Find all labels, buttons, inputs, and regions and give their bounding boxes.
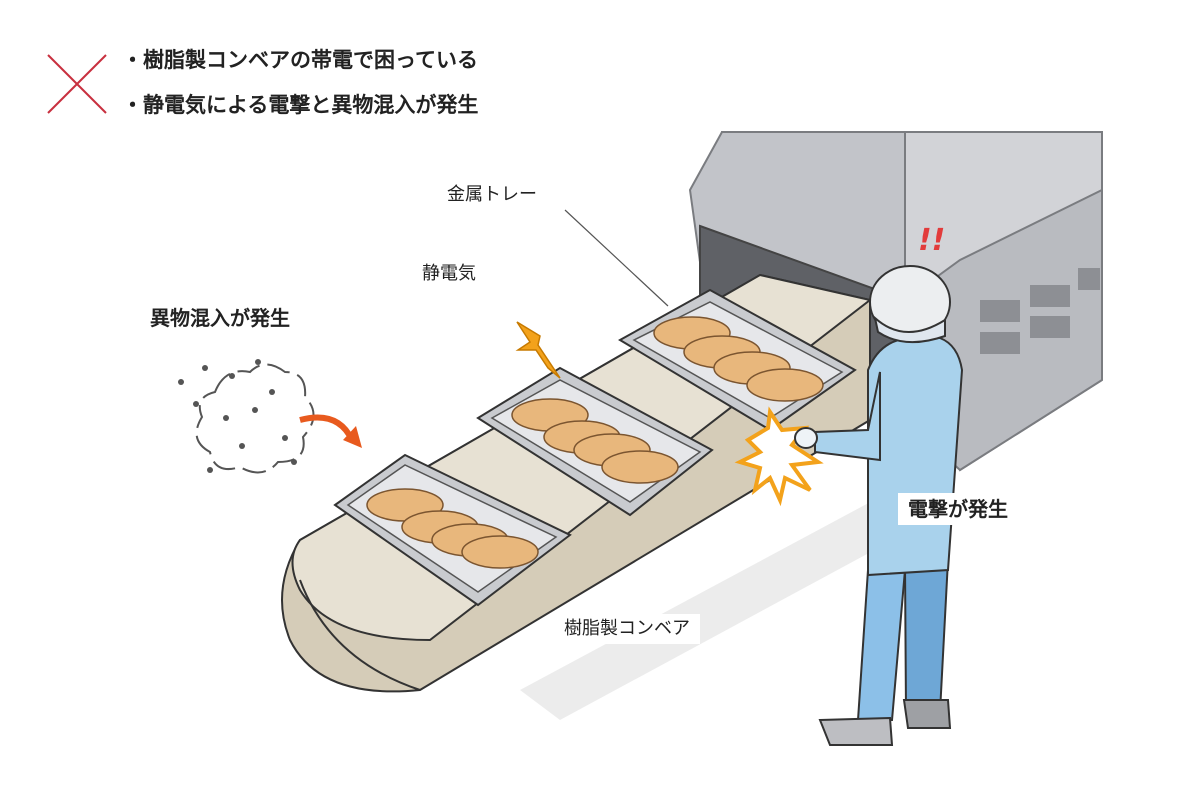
- cross-mark-icon: [47, 54, 107, 114]
- arrow-icon: [299, 414, 362, 448]
- tray-back: [618, 288, 857, 432]
- worker: [794, 265, 964, 746]
- static-label: 静電気: [422, 263, 476, 284]
- shock-label: 電撃が発生: [898, 493, 1018, 525]
- metal-tray-label: 金属トレー: [447, 184, 537, 205]
- tray-middle: [476, 366, 714, 517]
- tray-leader-line: [564, 209, 669, 307]
- dust-particles: [178, 359, 297, 473]
- alert-marks: !!: [918, 223, 946, 258]
- foreign-matter-label: 異物混入が発生: [150, 306, 290, 330]
- bullet-1: ・樹脂製コンベアの帯電で困っている: [122, 48, 478, 72]
- tray-front: [333, 453, 572, 607]
- bullet-2: ・静電気による電撃と異物混入が発生: [122, 93, 479, 117]
- dust-cloud-icon: [195, 363, 315, 474]
- lightning-icon: [515, 321, 561, 379]
- conveyor-label: 樹脂製コンベア: [554, 614, 700, 644]
